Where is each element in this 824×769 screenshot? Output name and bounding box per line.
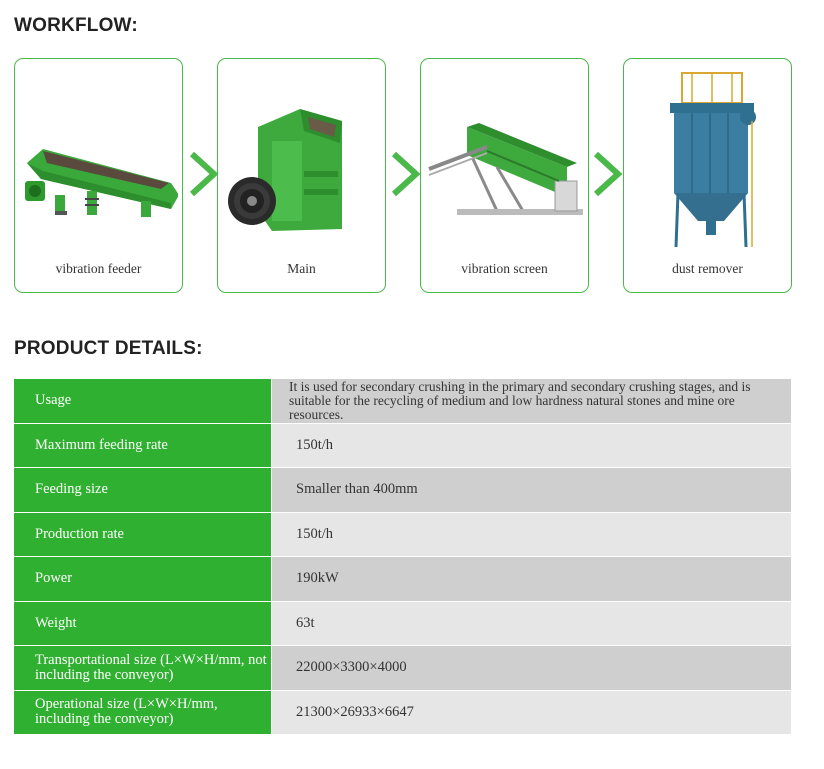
workflow-step-vibration-feeder: vibration feeder	[14, 58, 183, 293]
row-label: Usage	[14, 379, 271, 424]
row-label: Feeding size	[14, 468, 271, 513]
chevron-right-icon	[391, 151, 421, 197]
table-row-max-feeding-rate: Maximum feeding rate 150t/h	[14, 423, 791, 468]
chevron-right-icon	[593, 151, 623, 197]
workflow-step-caption: dust remover	[672, 261, 743, 276]
workflow-step-vibration-screen: vibration screen	[420, 58, 589, 293]
table-row-usage: Usage It is used for secondary crushing …	[14, 379, 791, 424]
vibration-screen-machine-icon	[428, 123, 583, 215]
row-label: Maximum feeding rate	[14, 423, 271, 468]
row-value: Smaller than 400mm	[271, 468, 791, 513]
dust-remover-machine-icon	[670, 72, 756, 248]
workflow-step-main: Main	[217, 58, 386, 293]
chevron-right-icon	[189, 151, 219, 197]
workflow-step-caption: vibration screen	[461, 261, 548, 276]
row-value: 150t/h	[271, 423, 791, 468]
table-row-weight: Weight 63t	[14, 601, 791, 646]
impact-crusher-machine-icon	[228, 109, 342, 231]
table-row-feeding-size: Feeding size Smaller than 400mm	[14, 468, 791, 513]
row-label: Production rate	[14, 512, 271, 557]
table-row-transportational-size: Transportational size (L×W×H/mm, not inc…	[14, 646, 791, 691]
row-value: 190kW	[271, 557, 791, 602]
workflow-step-caption: Main	[287, 261, 316, 276]
row-value: 22000×3300×4000	[271, 646, 791, 691]
workflow-step-dust-remover: dust remover	[623, 58, 792, 293]
row-label: Operational size (L×W×H/mm, including th…	[14, 690, 271, 735]
row-value: 150t/h	[271, 512, 791, 557]
row-label: Weight	[14, 601, 271, 646]
product-details-table: Usage It is used for secondary crushing …	[14, 379, 791, 735]
table-row-power: Power 190kW	[14, 557, 791, 602]
row-value: 63t	[271, 601, 791, 646]
row-label: Power	[14, 557, 271, 602]
product-details-title: PRODUCT DETAILS:	[14, 338, 203, 359]
row-value: 21300×26933×6647	[271, 690, 791, 735]
row-label: Transportational size (L×W×H/mm, not inc…	[14, 646, 271, 691]
table-row-production-rate: Production rate 150t/h	[14, 512, 791, 557]
row-value: It is used for secondary crushing in the…	[271, 379, 791, 424]
vibration-feeder-machine-icon	[25, 149, 178, 217]
table-row-operational-size: Operational size (L×W×H/mm, including th…	[14, 690, 791, 735]
workflow-step-caption: vibration feeder	[55, 261, 142, 276]
workflow-title: WORKFLOW:	[14, 15, 138, 36]
